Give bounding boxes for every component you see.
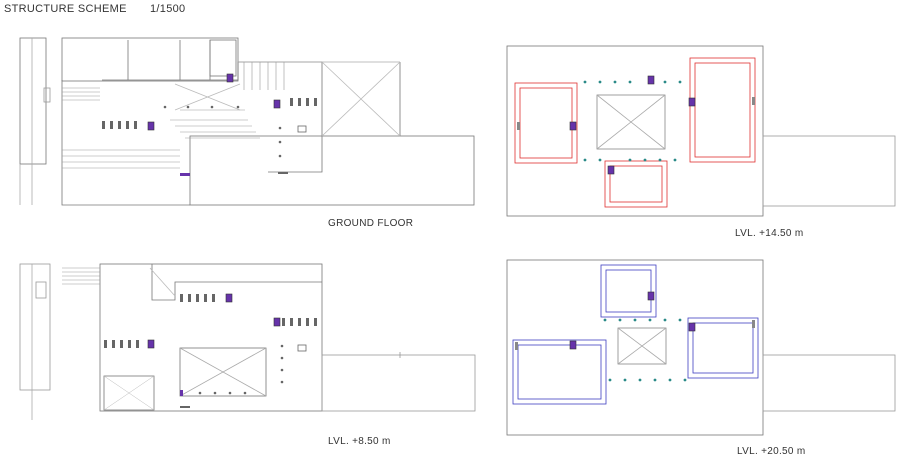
level-20-50-label: LVL. +20.50 m (737, 446, 806, 457)
ground-columns (102, 98, 317, 158)
level-8-50-label: LVL. +8.50 m (328, 436, 391, 447)
lvl85-cores (147, 293, 281, 349)
ground-floor-label: GROUND FLOOR (328, 218, 414, 229)
level-14-50-plan (506, 45, 896, 217)
lvl205-columns (603, 318, 687, 382)
level-20-50-plan (506, 259, 896, 436)
lvl145-cores (569, 75, 696, 175)
lvl85-stairs (62, 267, 100, 285)
lvl205-cores (569, 291, 696, 350)
ground-floor-plan (19, 37, 475, 206)
blue-core-blocks (512, 264, 759, 405)
lvl145-columns (583, 80, 682, 162)
ground-stairs (62, 62, 285, 169)
red-core-blocks (514, 57, 756, 208)
drawing-title: STRUCTURE SCHEME (4, 3, 127, 15)
level-14-50-label: LVL. +14.50 m (735, 228, 804, 239)
ground-cores (147, 73, 281, 131)
lvl85-columns (104, 294, 317, 395)
drawing-scale: 1/1500 (150, 3, 186, 15)
level-8-50-plan (19, 263, 476, 420)
